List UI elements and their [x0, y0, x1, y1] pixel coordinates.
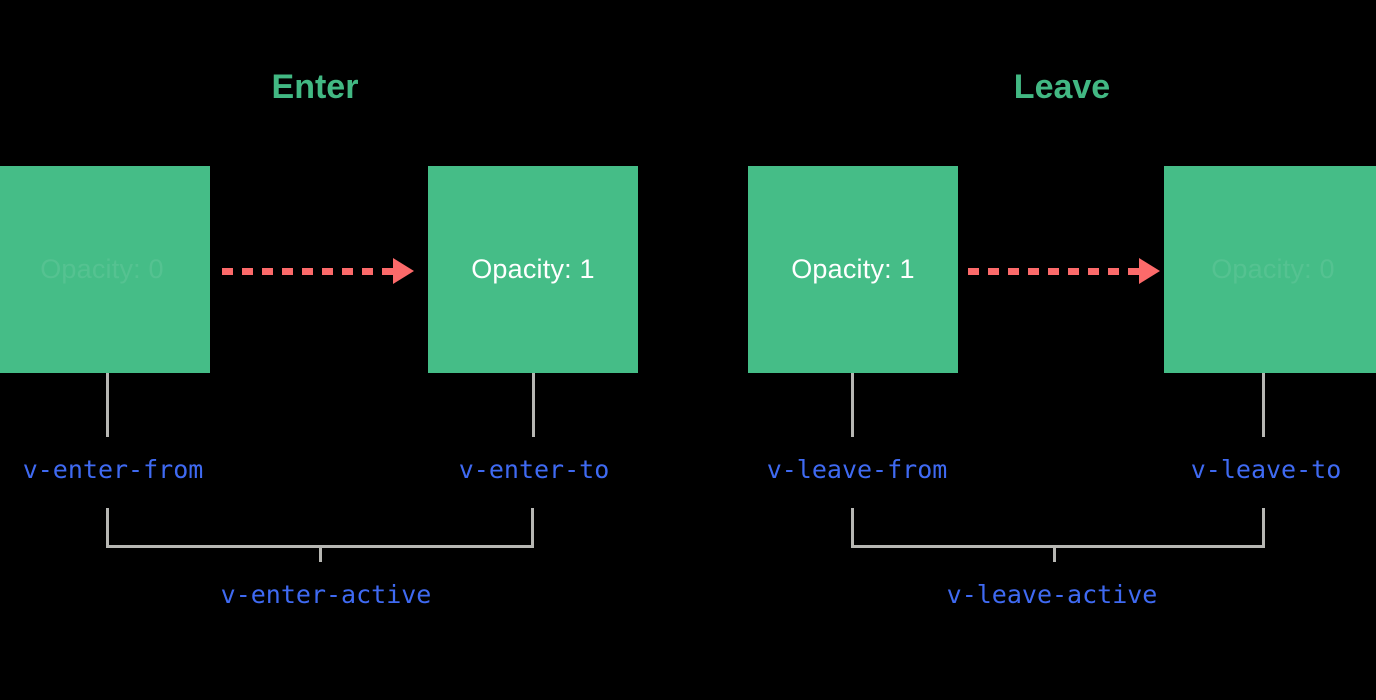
- enter-transition-arrow: [222, 258, 414, 284]
- enter-arrow-head-icon: [393, 258, 414, 284]
- enter-arrow-shaft: [222, 267, 394, 275]
- leave-arrow-shaft: [968, 267, 1140, 275]
- leave-from-box: Opacity: 1: [748, 166, 958, 373]
- leave-to-box-label: Opacity: 0: [1211, 254, 1335, 284]
- enter-from-box-label: Opacity: 0: [40, 254, 164, 284]
- enter-active-class-label: v-enter-active: [220, 580, 432, 609]
- enter-to-box: Opacity: 1: [428, 166, 638, 373]
- section-heading-enter: Enter: [271, 68, 359, 106]
- enter-active-bracket-tick: [319, 548, 322, 562]
- enter-to-stem: [532, 373, 535, 437]
- enter-active-bracket: [106, 508, 534, 548]
- leave-to-stem: [1262, 373, 1265, 437]
- enter-from-class-label: v-enter-from: [22, 455, 204, 484]
- enter-to-box-label: Opacity: 1: [471, 254, 595, 284]
- leave-active-bracket-tick: [1053, 548, 1056, 562]
- leave-from-stem: [851, 373, 854, 437]
- leave-arrow-head-icon: [1139, 258, 1160, 284]
- leave-to-class-label: v-leave-to: [1190, 455, 1342, 484]
- enter-from-box: Opacity: 0: [0, 166, 210, 373]
- section-heading-leave: Leave: [1013, 68, 1111, 106]
- leave-from-box-label: Opacity: 1: [791, 254, 915, 284]
- leave-transition-arrow: [968, 258, 1160, 284]
- leave-active-class-label: v-leave-active: [946, 580, 1158, 609]
- enter-from-stem: [106, 373, 109, 437]
- leave-to-box: Opacity: 0: [1164, 166, 1376, 373]
- enter-to-class-label: v-enter-to: [458, 455, 610, 484]
- leave-active-bracket: [851, 508, 1265, 548]
- leave-from-class-label: v-leave-from: [766, 455, 948, 484]
